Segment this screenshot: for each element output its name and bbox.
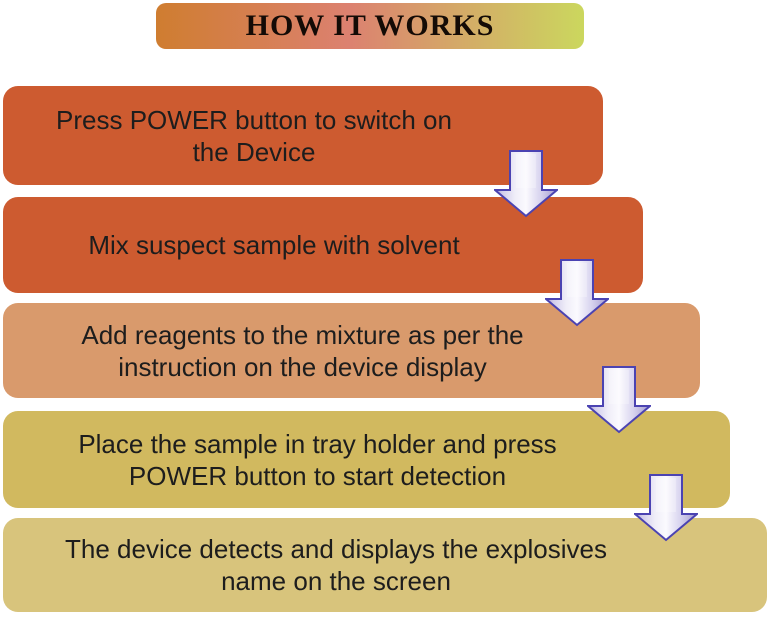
page-title: HOW IT WORKS <box>245 9 495 42</box>
down-arrow-icon <box>494 150 558 218</box>
title-bar: HOW IT WORKS <box>156 3 584 49</box>
step-box-5: The device detects and displays the expl… <box>3 518 767 612</box>
down-arrow-icon <box>587 366 651 434</box>
step-label-1: Press POWER button to switch on the Devi… <box>56 104 452 167</box>
step-label-3: Add reagents to the mixture as per the i… <box>81 319 524 382</box>
step-label-2: Mix suspect sample with solvent <box>88 230 460 260</box>
step-label-4: Place the sample in tray holder and pres… <box>78 428 557 491</box>
down-arrow-icon <box>634 474 698 542</box>
down-arrow-icon <box>545 259 609 327</box>
step-box-1: Press POWER button to switch on the Devi… <box>3 86 603 185</box>
step-box-4: Place the sample in tray holder and pres… <box>3 411 730 508</box>
step-box-2: Mix suspect sample with solvent <box>3 197 643 293</box>
step-label-5: The device detects and displays the expl… <box>65 534 607 596</box>
